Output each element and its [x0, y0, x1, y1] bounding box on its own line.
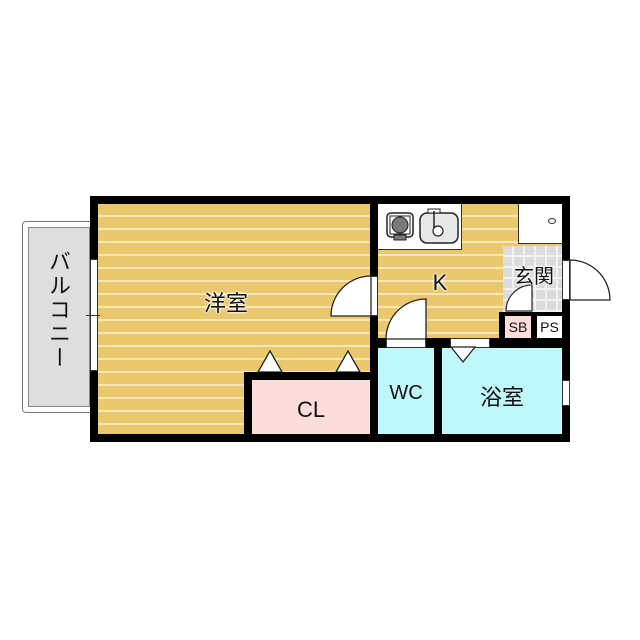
shoe-box-label: SB [508, 319, 528, 335]
entrance-door-swing-icon[interactable] [569, 259, 611, 301]
wall-sb-left [499, 312, 505, 348]
wall-sb-ps [531, 312, 537, 348]
shoe-box [505, 316, 531, 340]
wall-closet-left [244, 372, 252, 442]
wall-bottom [90, 434, 570, 442]
western-room [98, 204, 372, 436]
storage-cabinet [518, 204, 562, 244]
wc-door-swing-icon[interactable] [385, 298, 427, 340]
toilet-label: WC [389, 382, 423, 404]
closet [252, 380, 372, 436]
sink-icon [419, 208, 459, 244]
kitchen-label: K [432, 270, 448, 295]
wall-right [562, 196, 570, 442]
room-door-swing-icon[interactable] [330, 275, 372, 317]
closet-door-left-icon [256, 350, 284, 373]
closet-label: CL [296, 397, 326, 422]
stove-icon [386, 212, 414, 241]
bath-door-icon[interactable] [450, 346, 476, 364]
entrance-label: 玄関 [514, 266, 554, 288]
bathroom-label: 浴室 [479, 385, 524, 410]
toilet-room [378, 348, 434, 436]
pipe-space-label: PS [540, 319, 559, 335]
pipe-space [537, 316, 562, 340]
wall-top [90, 196, 570, 204]
bathroom [442, 348, 562, 436]
western-room-label: 洋室 [203, 291, 248, 316]
window-divider [86, 315, 100, 316]
wall-sb-top [499, 312, 565, 316]
cabinet-knob-icon [548, 218, 556, 224]
shoebox-door-swing-icon[interactable] [505, 284, 533, 314]
closet-door-right-icon [334, 350, 362, 373]
balcony [28, 227, 90, 407]
bathroom-window [562, 380, 570, 406]
wall-wc-bath [434, 338, 442, 442]
balcony-label: バルコニー [46, 250, 71, 370]
wall-closet-top [244, 372, 374, 380]
wall-room-kitchen [370, 196, 378, 442]
